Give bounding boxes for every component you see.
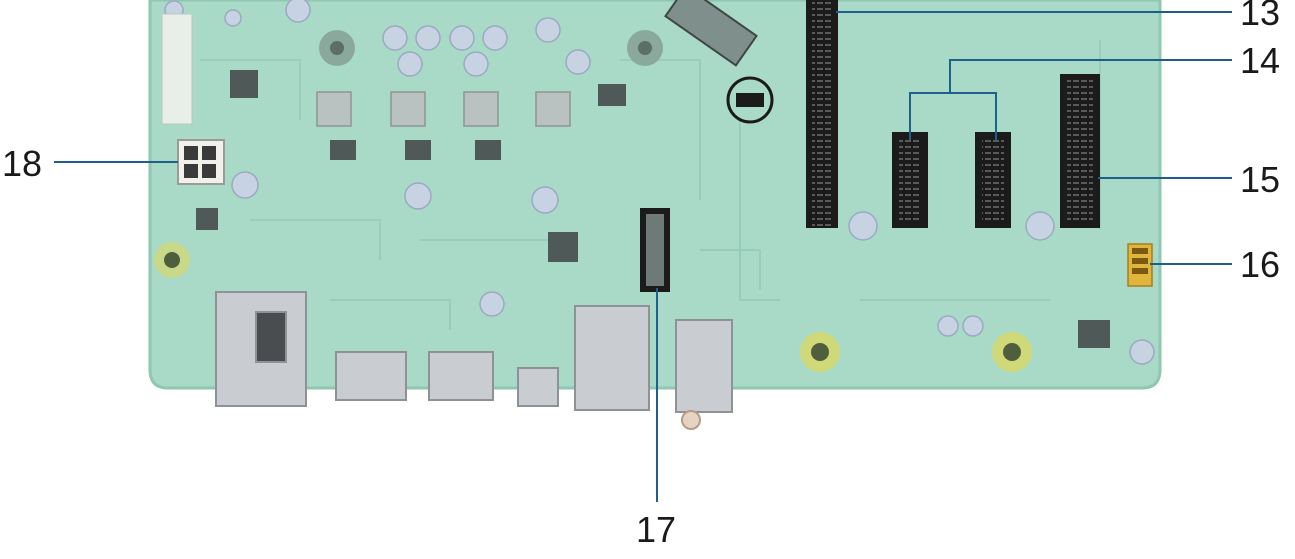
power-connector-4pin bbox=[177, 139, 225, 185]
callout-14: 14 bbox=[1240, 40, 1280, 81]
hdmi-port-2 bbox=[428, 351, 494, 401]
m2-wlan-slot bbox=[640, 208, 670, 292]
pcie-x16-slot bbox=[806, 0, 838, 228]
callout-13: 13 bbox=[1240, 0, 1280, 33]
mounting-holes bbox=[154, 30, 1032, 372]
usb-c-port bbox=[517, 367, 559, 407]
audio-jack bbox=[675, 319, 733, 413]
callout-18: 18 bbox=[2, 143, 42, 184]
callout-labels: 13 14 15 16 17 18 bbox=[2, 0, 1280, 550]
pcie-x1-slot-left bbox=[892, 132, 928, 228]
dell-logo bbox=[726, 76, 774, 124]
pcie-x1-slot-right bbox=[975, 132, 1011, 228]
callout-16: 16 bbox=[1240, 244, 1280, 285]
silkscreen-label bbox=[161, 13, 193, 125]
power-chokes bbox=[316, 91, 571, 127]
m2-slot-upper bbox=[664, 0, 758, 67]
chips bbox=[196, 70, 1110, 348]
callout-17: 17 bbox=[636, 509, 676, 550]
hdmi-port-1 bbox=[335, 351, 407, 401]
leader-lines bbox=[54, 11, 1232, 502]
motherboard bbox=[148, 0, 1162, 430]
pcie-x4-slot bbox=[1060, 74, 1100, 228]
rear-io bbox=[215, 291, 733, 430]
usb-stack bbox=[574, 305, 650, 411]
leader-14 bbox=[949, 59, 1232, 93]
pin-header bbox=[1127, 243, 1153, 287]
callout-15: 15 bbox=[1240, 159, 1280, 200]
leader-14-branch bbox=[909, 92, 997, 140]
